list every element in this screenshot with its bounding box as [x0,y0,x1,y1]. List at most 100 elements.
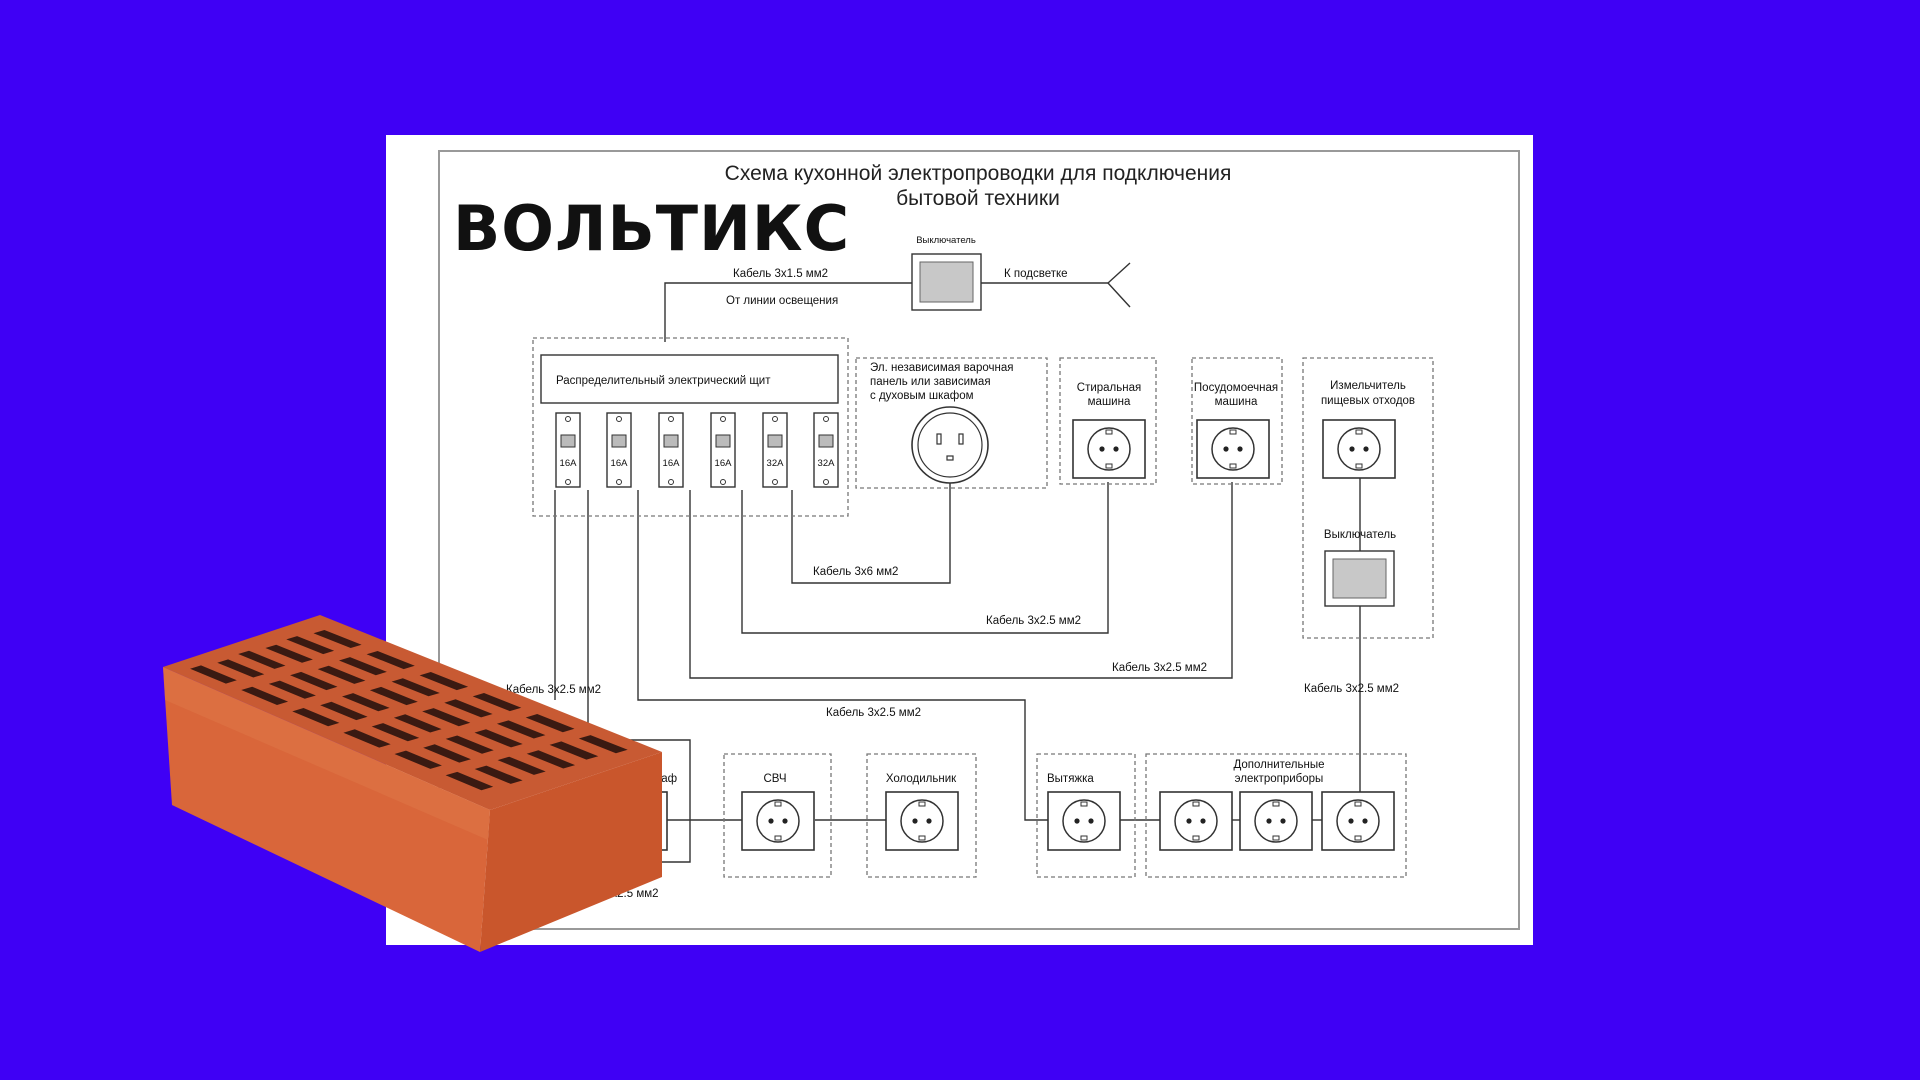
hob-pin-bottom [946,455,954,461]
washer-socket [1072,419,1146,479]
breaker-body [658,412,684,488]
socket-pin [768,818,774,824]
paper-frame [438,150,1520,930]
breaker: 32A [813,412,839,488]
socket-ring [1087,427,1131,471]
breaker-screw-top [772,416,778,422]
socket-pin [912,818,918,824]
brick-hole [445,771,494,791]
panel-group [532,337,849,517]
brick-hole [474,729,523,748]
socket-ground-top [1354,801,1362,807]
hob-outlet-outer [911,406,989,484]
brick-hole [525,714,575,733]
socket-ring [756,799,800,843]
disposer-label-1: Измельчитель [1330,380,1406,392]
socket-ring [1336,799,1380,843]
brick-hole [320,701,368,721]
panel-label: Распределительный электрический щит [556,375,771,387]
socket-ground-top [1080,801,1088,807]
dishwasher-label-2: машина [1215,396,1258,408]
washer-label-2: машина [1088,396,1131,408]
socket-pin [782,818,788,824]
brick-hole [526,750,576,769]
hob-pin-left [936,433,942,445]
breaker-switch [611,434,627,448]
socket-ground-bottom [1354,835,1362,841]
brick-hole [549,741,599,760]
socket-pin [1266,818,1272,824]
breaker: 32A [762,412,788,488]
cable-6-label: Кабель 3х6 мм2 [813,566,898,578]
socket-ground-bottom [774,835,782,841]
breaker-rating: 16A [560,458,578,469]
socket-ground-bottom [1229,463,1237,469]
breaker-switch [663,434,679,448]
breaker: 16A [606,412,632,488]
socket-pin [1200,818,1206,824]
breaker-rating: 16A [611,458,629,469]
hob-pin-right [958,433,964,445]
socket-pin [1363,446,1369,452]
extra-label-2: электроприборы [1235,773,1324,785]
brick-front-shade [163,667,490,840]
hob-outlet-inner [917,412,983,478]
brick-hole [286,636,335,655]
brick-hole [342,693,390,712]
washer-label-1: Стиральная [1077,382,1141,394]
brick-hole [419,672,469,691]
brick-hole [268,680,316,699]
socket-ring [1337,427,1381,471]
breaker-screw-bottom [565,479,571,485]
socket-pin [1099,446,1105,452]
socket-ring [900,799,944,843]
cable-washer-label: Кабель 3х2.5 мм2 [986,615,1081,627]
cable-light-label: Кабель 3х1.5 мм2 [733,268,828,280]
brick-hole [371,723,420,742]
brick-hole [290,671,338,691]
socket-ring [1062,799,1106,843]
socket-ground-top [1355,429,1363,435]
disposer-label-2: пищевых отходов [1321,395,1415,407]
breaker-screw-bottom [616,479,622,485]
brick-hole [317,665,366,684]
brick-hole [391,678,440,697]
fridge-label: Холодильник [886,773,957,785]
socket-ground-top [774,801,782,807]
breaker-body [710,412,736,488]
diagram-title-line1: Схема кухонной электропроводки для подкл… [725,162,1232,185]
breaker-screw-bottom [720,479,726,485]
brick-hole [422,708,471,727]
microwave-label: СВЧ [763,773,786,785]
socket-ground-top [918,801,926,807]
socket-pin [1074,818,1080,824]
brick-hole [472,693,522,712]
breaker-screw-top [823,416,829,422]
brand-logo: ВОЛЬТИКС [453,192,850,265]
fridge-socket [885,791,959,851]
brick-hole [366,651,415,670]
breaker-body [762,412,788,488]
breaker: 16A [658,412,684,488]
breakers: 16A 16A 16A 16A 32A 32A [555,412,839,488]
to-light-label: К подсветке [1004,268,1068,280]
brick-hole [578,735,628,754]
socket-ring [1254,799,1298,843]
breaker-switch [767,434,783,448]
socket-ground-bottom [1080,835,1088,841]
brick-holes [190,630,628,791]
breaker-screw-bottom [823,479,829,485]
brick-hole [497,756,546,775]
socket-ground-bottom [1355,463,1363,469]
diagram-title-line2: бытовой техники [896,187,1060,210]
socket-ground-top [1229,429,1237,435]
socket-ground-bottom [1272,835,1280,841]
breaker: 16A [710,412,736,488]
cable-oven-label: Кабель 3х2.5 мм2 [506,684,601,696]
breaker-switch [560,434,576,448]
dishwasher-socket [1196,419,1270,479]
from-light-label: От линии освещения [726,295,838,307]
brick-hole [445,735,494,754]
